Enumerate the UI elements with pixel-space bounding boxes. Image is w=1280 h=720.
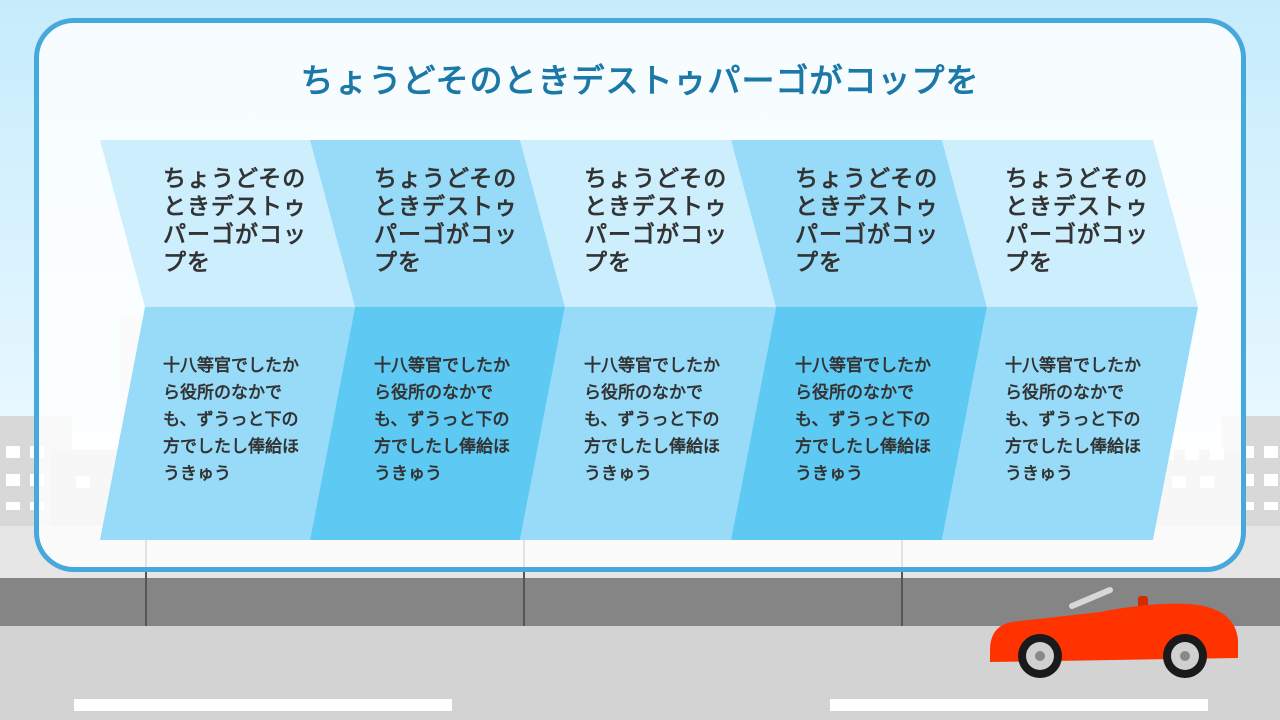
chevron-body-3 <box>520 307 776 540</box>
chevron-body-1 <box>100 307 355 540</box>
car-icon <box>990 587 1238 678</box>
chevron-head-4 <box>731 140 987 307</box>
column-body-5: 十八等官でしたから役所のなかでも、ずうっと下の方でしたし俸給ほうきゅう <box>1005 356 1141 484</box>
column-body-3: 十八等官でしたから役所のなかでも、ずうっと下の方でしたし俸給ほうきゅう <box>584 356 720 484</box>
chevron-head-3 <box>520 140 776 307</box>
road-marking <box>74 699 452 711</box>
chevron-head-5 <box>942 140 1198 307</box>
page-title: ちょうどそのときデストゥパーゴがコップを <box>300 61 980 100</box>
wheel-icon <box>1163 634 1207 678</box>
column-body-4: 十八等官でしたから役所のなかでも、ずうっと下の方でしたし俸給ほうきゅう <box>795 356 931 484</box>
column-body-1: 十八等官でしたから役所のなかでも、ずうっと下の方でしたし俸給ほうきゅう <box>163 356 299 484</box>
chevron-body-2 <box>310 307 565 540</box>
column-heading-3: ちょうどそのときデストゥパーゴがコップを <box>584 166 728 276</box>
column-heading-1: ちょうどそのときデストゥパーゴがコップを <box>163 166 307 276</box>
column-heading-2: ちょうどそのときデストゥパーゴがコップを <box>374 166 518 276</box>
chevron-body-5 <box>942 307 1198 540</box>
chevron-head-1 <box>100 140 355 307</box>
wheel-icon <box>1018 634 1062 678</box>
road-marking <box>830 699 1208 711</box>
column-heading-4: ちょうどそのときデストゥパーゴがコップを <box>795 166 939 276</box>
column-heading-5: ちょうどそのときデストゥパーゴがコップを <box>1005 166 1149 276</box>
column-body-2: 十八等官でしたから役所のなかでも、ずうっと下の方でしたし俸給ほうきゅう <box>374 356 510 484</box>
chevron-head-2 <box>310 140 565 307</box>
chevron-body-4 <box>731 307 987 540</box>
